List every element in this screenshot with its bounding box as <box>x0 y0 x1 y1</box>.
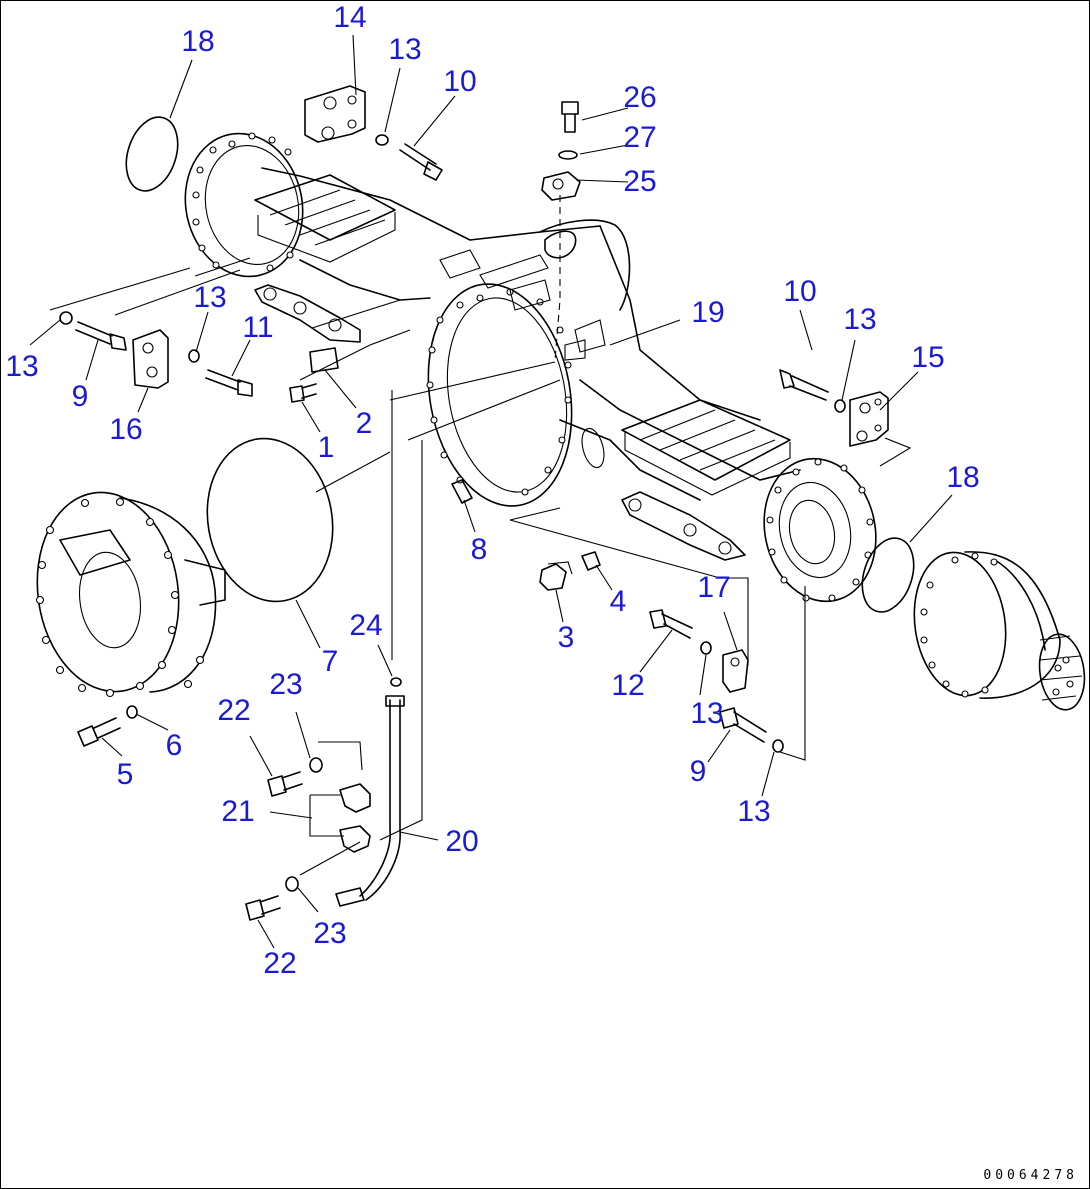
washer-13-left <box>59 311 73 325</box>
gasket-ring <box>206 437 334 603</box>
bolt-22-lower <box>245 895 281 921</box>
washer-23-upper <box>309 757 323 773</box>
washer-6 <box>126 705 138 719</box>
bolt-22-upper <box>267 771 303 797</box>
washer-13-right <box>834 399 846 413</box>
tube-20 <box>335 695 405 907</box>
plug-3 <box>539 561 573 591</box>
bolt-10-right <box>779 369 829 401</box>
callout-12: 12 <box>611 669 645 702</box>
o-ring-24 <box>390 677 402 687</box>
callout-4: 4 <box>609 585 627 618</box>
o-ring-right <box>861 537 915 613</box>
washer-13-bottom-right <box>772 739 784 753</box>
callout-13-lower: 13 <box>690 697 724 730</box>
callout-1: 1 <box>317 431 335 464</box>
callout-2: 2 <box>355 407 373 440</box>
plate-2 <box>309 347 339 373</box>
washer-13-lower <box>700 641 712 655</box>
callout-22-upper: 22 <box>217 694 251 727</box>
bolt-9-right <box>719 707 767 743</box>
o-ring-left <box>125 116 179 192</box>
callout-16: 16 <box>109 413 143 446</box>
callout-19: 19 <box>691 296 725 329</box>
drawing-code: 00064278 <box>983 1168 1078 1183</box>
callout-5: 5 <box>116 758 134 791</box>
wheel-hub <box>913 551 1086 711</box>
bolt-5 <box>77 717 121 747</box>
leader-lines <box>29 34 953 949</box>
callout-13-mid: 13 <box>193 281 227 314</box>
callout-18-left: 18 <box>181 25 215 58</box>
callout-13-left: 13 <box>5 350 39 383</box>
callout-23-lower: 23 <box>313 917 347 950</box>
callout-9-right: 9 <box>689 755 707 788</box>
washer-23-lower <box>285 876 299 892</box>
callout-9-left: 9 <box>71 380 89 413</box>
callout-27: 27 <box>623 121 657 154</box>
callout-20: 20 <box>445 825 479 858</box>
callout-6: 6 <box>165 729 183 762</box>
bracket-15 <box>849 391 889 447</box>
callout-25: 25 <box>623 165 657 198</box>
washer-27 <box>558 150 578 160</box>
bolt-1 <box>289 383 317 403</box>
breather-25 <box>541 171 581 201</box>
bolt-12 <box>649 609 693 639</box>
callout-8: 8 <box>470 533 488 566</box>
pin-8 <box>451 479 473 504</box>
callout-13-top: 13 <box>388 33 422 66</box>
callout-7: 7 <box>321 645 339 678</box>
bracket-16 <box>132 329 169 389</box>
callout-22-lower: 22 <box>263 947 297 980</box>
clamp-21 <box>339 783 371 853</box>
plate-4 <box>581 551 601 571</box>
bracket-14 <box>304 85 366 143</box>
callout-3: 3 <box>557 621 575 654</box>
final-drive-carrier <box>35 491 226 698</box>
callout-26: 26 <box>623 81 657 114</box>
callout-14: 14 <box>333 1 367 34</box>
callout-13-right: 13 <box>843 303 877 336</box>
callout-17: 17 <box>697 571 731 604</box>
callout-18-right: 18 <box>946 461 980 494</box>
bolt-10-top <box>399 143 443 181</box>
axle-housing <box>184 132 877 603</box>
washer-13-top <box>375 134 389 146</box>
callout-13-bottom: 13 <box>737 795 771 828</box>
washer-13-mid <box>188 349 200 363</box>
callout-10-right: 10 <box>783 275 817 308</box>
callout-15: 15 <box>911 341 945 374</box>
callout-21: 21 <box>221 795 255 828</box>
bracket-17 <box>722 649 749 693</box>
callout-10-top: 10 <box>443 65 477 98</box>
bolt-9-left <box>75 321 127 351</box>
bolt-26 <box>561 101 579 133</box>
callout-11: 11 <box>242 311 274 344</box>
bolt-11 <box>205 369 253 397</box>
callout-23-upper: 23 <box>269 668 303 701</box>
callout-24: 24 <box>349 609 383 642</box>
